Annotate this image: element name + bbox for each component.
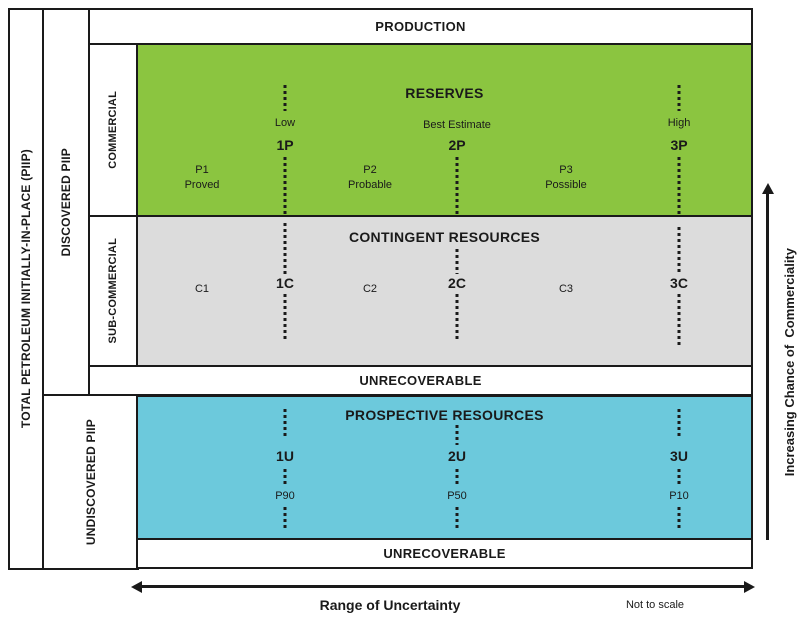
category-p1-proved: P1 Proved [184,164,220,191]
code-2p: 2P [448,137,466,153]
code-2c: 2C [448,275,466,291]
dotted-line-2p [455,157,459,217]
production-label: PRODUCTION [375,19,466,34]
discovered-piip-box: DISCOVERED PIIP [42,8,90,396]
undiscovered-piip-label: UNDISCOVERED PIIP [83,418,98,546]
estimate-high-label: High [667,117,691,129]
reserves-section: RESERVES Low Best Estimate High 1P 2P 3P… [136,43,753,217]
dotted-line-3u-upper [677,409,681,439]
unrecoverable-discovered-band: UNRECOVERABLE [88,365,753,396]
prospective-resources-section: PROSPECTIVE RESOURCES 1U 2U 3U P90 P50 P… [136,394,753,540]
not-to-scale-note: Not to scale [625,599,685,611]
dotted-line-2c-lower [455,294,459,340]
code-3p: 3P [670,137,688,153]
discovered-piip-label: DISCOVERED PIIP [59,147,73,257]
unrecoverable-undiscovered-band: UNRECOVERABLE [136,538,753,569]
unrecoverable-discovered-label: UNRECOVERABLE [359,373,482,388]
estimate-best-label: Best Estimate [423,119,491,131]
sub-commercial-box: SUB-COMMERCIAL [88,215,138,367]
percentile-p90: P90 [275,490,295,502]
total-piip-label: TOTAL PETROLEUM INITIALLY-IN-PLACE (PIIP… [19,149,33,429]
dotted-line-2u-upper [455,425,459,445]
code-1u: 1U [276,448,294,464]
dotted-line-2c-upper [455,249,459,274]
category-c1: C1 [194,283,210,295]
contingent-title: CONTINGENT RESOURCES [348,229,541,245]
category-c2: C2 [362,283,378,295]
contingent-resources-section: CONTINGENT RESOURCES 1C 2C 3C C1 C2 C3 [136,215,753,367]
percentile-p50: P50 [447,490,467,502]
dotted-line-high [677,85,681,111]
dotted-line-3u-lower [677,507,681,529]
code-3c: 3C [670,275,688,291]
dotted-line-2u-lower [455,507,459,529]
unrecoverable-undiscovered-label: UNRECOVERABLE [383,546,506,561]
dotted-line-1c-lower [283,294,287,340]
dotted-line-3u-mid [677,469,681,485]
arrow-left-icon [131,580,142,593]
estimate-low-label: Low [274,117,296,129]
dotted-line-1p [283,157,287,217]
range-of-uncertainty-axis-line [140,585,746,588]
dotted-line-3p [677,157,681,217]
total-piip-box: TOTAL PETROLEUM INITIALLY-IN-PLACE (PIIP… [8,8,44,570]
dotted-line-1u-lower [283,507,287,529]
commerciality-axis-line [766,192,769,540]
prospective-title: PROSPECTIVE RESOURCES [345,407,544,423]
increasing-chance-of-commerciality-label: Increasing Chance of Commerciality [781,248,797,477]
code-1c: 1C [276,275,294,291]
commercial-label: COMMERCIAL [107,91,119,169]
range-of-uncertainty-label: Range of Uncertainty [319,597,461,613]
category-c3: C3 [558,283,574,295]
dotted-line-1c-upper [283,223,287,274]
dotted-line-1u-upper [283,409,287,439]
commercial-box: COMMERCIAL [88,43,138,217]
percentile-p10: P10 [669,490,689,502]
sub-commercial-label: SUB-COMMERCIAL [107,238,119,344]
dotted-line-3c-lower [677,294,681,346]
dotted-line-2u-mid [455,469,459,485]
arrow-up-icon [761,183,774,194]
commerciality-axis-label-wrap: Increasing Chance of Commerciality [778,185,800,540]
code-1p: 1P [276,137,294,153]
reserves-title: RESERVES [405,85,484,101]
category-p2-probable: P2 Probable [347,164,393,191]
undiscovered-piip-box: UNDISCOVERED PIIP [42,394,139,570]
category-p3-possible: P3 Possible [545,164,587,191]
code-3u: 3U [670,448,688,464]
production-band: PRODUCTION [88,8,753,45]
dotted-line-1u-mid [283,469,287,485]
arrow-right-icon [744,580,755,593]
dotted-line-low [283,85,287,111]
dotted-line-3c-upper [677,227,681,274]
code-2u: 2U [448,448,466,464]
